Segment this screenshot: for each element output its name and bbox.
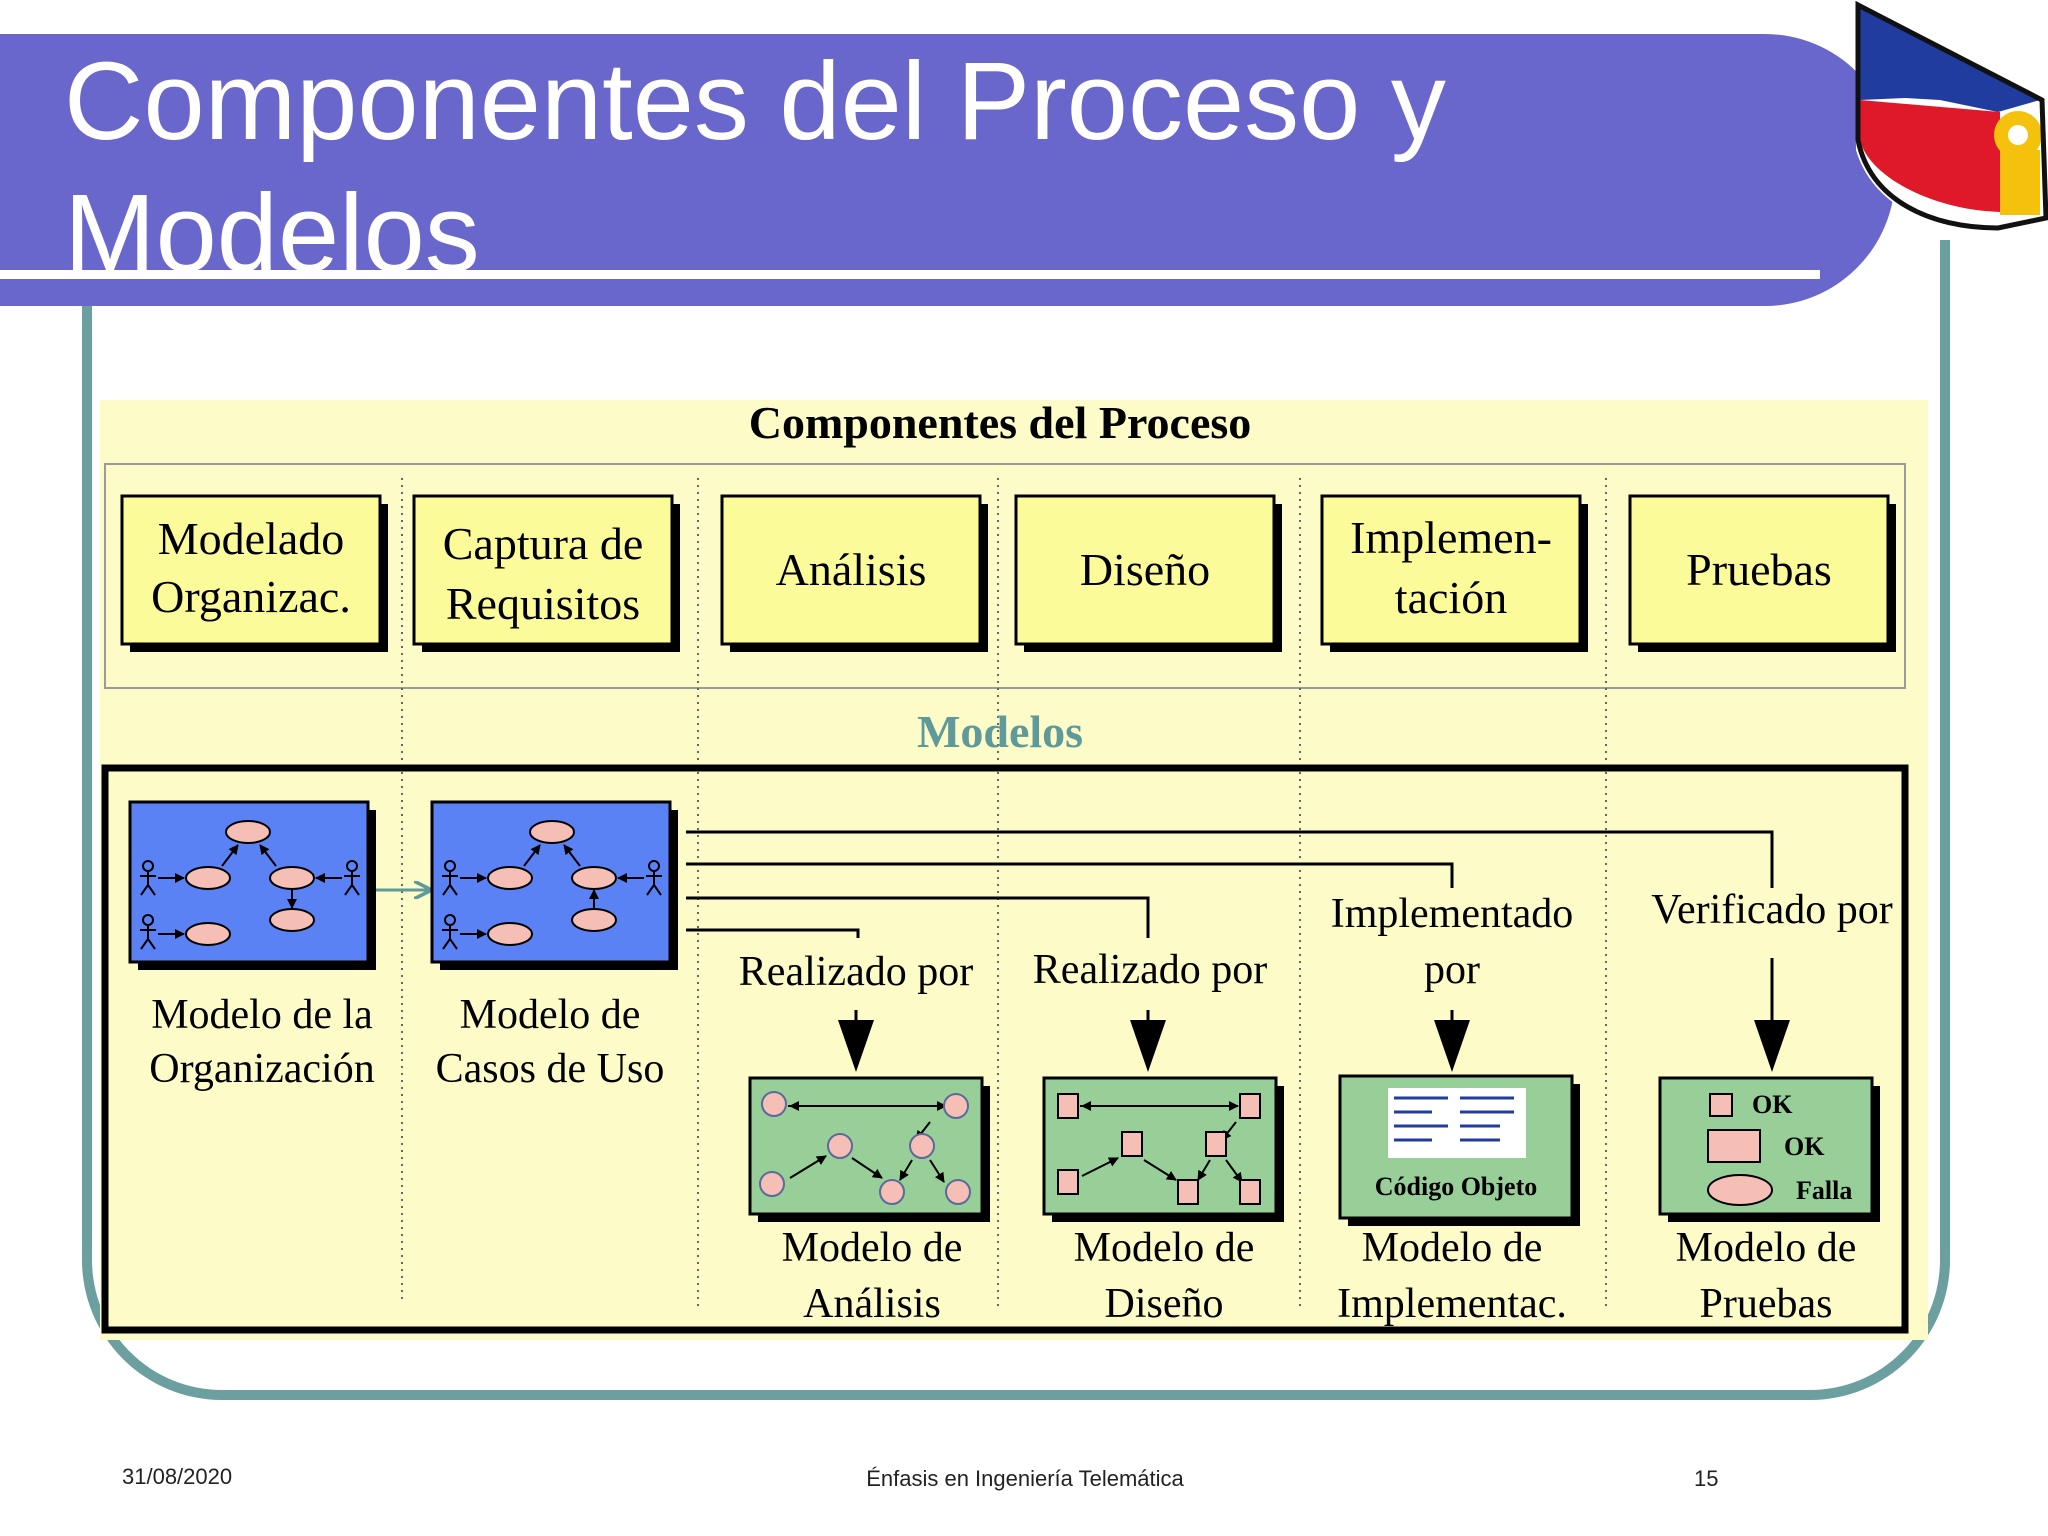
arrowhead-diseno xyxy=(1130,1020,1166,1072)
footer-page-number: 15 xyxy=(1694,1466,1719,1491)
relation-label-pruebas: Verificado por xyxy=(1651,887,1893,933)
relation-label-diseno: Realizado por xyxy=(1032,947,1268,993)
test-case-ellipse xyxy=(1707,1174,1773,1206)
title-underline xyxy=(0,270,1820,279)
code-document xyxy=(1388,1088,1526,1158)
workflow-box-modelado xyxy=(120,494,382,646)
workflow-label-implementacion: Implemen-tación xyxy=(1350,512,1552,623)
test-result-falla: Falla xyxy=(1796,1176,1853,1205)
arrowhead-analisis xyxy=(838,1020,874,1072)
models-frame xyxy=(101,764,1909,1334)
workflow-box-pruebas xyxy=(1628,494,1890,646)
arrowhead-implementacion xyxy=(1434,1020,1470,1072)
analysis-model-icon xyxy=(748,1076,990,1222)
test-result-ok-1: OK xyxy=(1752,1090,1793,1119)
test-model-icon xyxy=(1658,1076,1880,1222)
title-banner xyxy=(0,34,1895,306)
trace-connectors xyxy=(686,830,1774,938)
test-case-large xyxy=(1707,1129,1761,1163)
footer-course: Énfasis en Ingeniería Telemática xyxy=(866,1466,1184,1491)
workflow-label-diseno: Diseño xyxy=(1079,544,1211,595)
workflow-box-diseno xyxy=(1014,494,1276,646)
test-result-ok-2: OK xyxy=(1784,1132,1825,1161)
design-model-icon xyxy=(1042,1076,1284,1222)
workflow-label-pruebas: Pruebas xyxy=(1686,544,1832,595)
column-separators xyxy=(401,478,1607,1310)
logo xyxy=(1855,0,2048,232)
footer-date: 31/08/2020 xyxy=(122,1464,233,1489)
arrowhead-pruebas xyxy=(1754,1020,1790,1072)
organization-model-icon xyxy=(128,800,376,970)
workflow-box-requisitos xyxy=(412,494,674,646)
process-heading: Componentes del Proceso xyxy=(748,397,1252,448)
workflow-box-implementacion xyxy=(1320,494,1582,646)
slide-title: Componentes del Proceso y Modelos xyxy=(64,36,1764,300)
realization-arrows xyxy=(838,958,1790,1072)
slide-title-line2: Modelos xyxy=(64,172,480,295)
workflow-box-analisis xyxy=(720,494,982,646)
workflow-boxes xyxy=(120,494,1896,652)
codigo-objeto-label: Código Objeto xyxy=(1374,1172,1538,1201)
models-heading: Modelos xyxy=(916,706,1084,757)
slide-frame xyxy=(82,240,1950,1400)
implementation-model-icon xyxy=(1338,1074,1580,1226)
workflow-label-analisis: Análisis xyxy=(775,544,927,595)
relation-label-analisis: Realizado por xyxy=(738,949,974,995)
use-case-model-icon xyxy=(430,800,678,970)
process-row-frame xyxy=(104,463,1906,689)
slide-title-line1: Componentes del Proceso y xyxy=(64,40,1446,163)
test-case-small xyxy=(1709,1093,1733,1117)
diagram-panel xyxy=(100,400,1928,1340)
